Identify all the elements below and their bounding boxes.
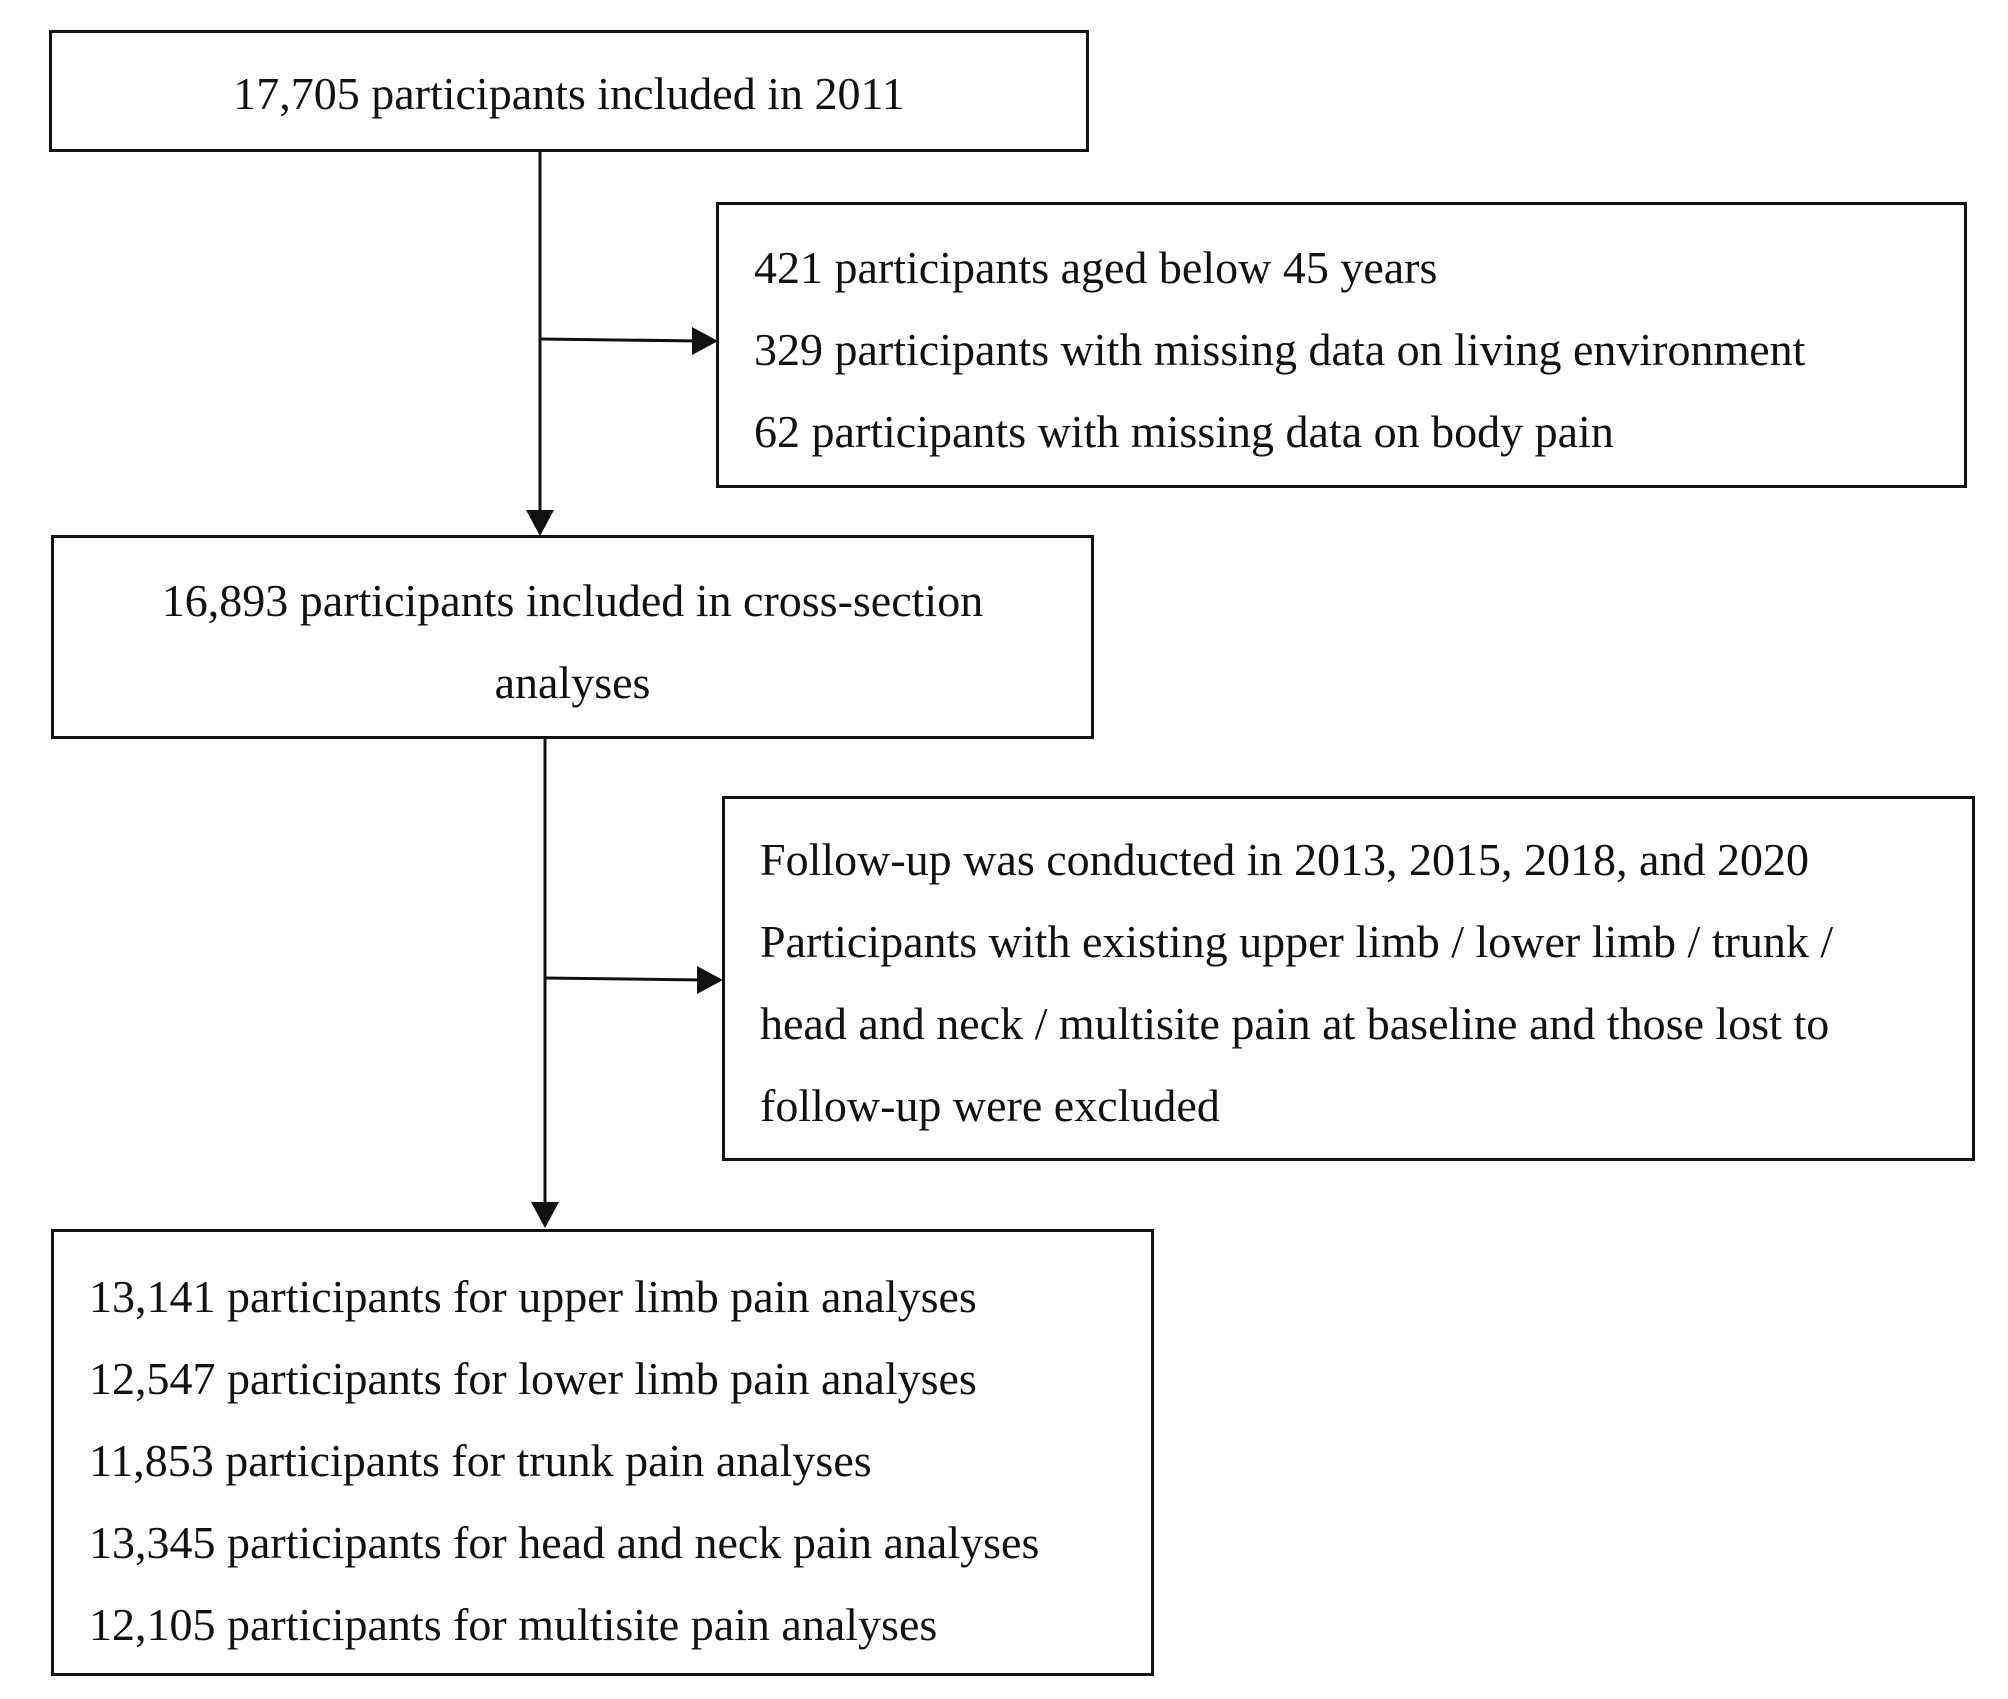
- cross-section-line-2: analyses: [494, 657, 651, 708]
- final-line-trunk: 11,853 participants for trunk pain analy…: [89, 1435, 872, 1486]
- final-line-multisite: 12,105 participants for multisite pain a…: [89, 1599, 938, 1650]
- followup-line-1: Follow-up was conducted in 2013, 2015, 2…: [760, 834, 1809, 885]
- followup-box: Follow-up was conducted in 2013, 2015, 2…: [722, 796, 1975, 1161]
- arrowhead-final: [531, 1202, 559, 1228]
- followup-line-3: head and neck / multisite pain at baseli…: [760, 998, 1830, 1049]
- start-box: 17,705 participants included in 2011: [49, 30, 1089, 152]
- cross-section-line-1: 16,893 participants included in cross-se…: [161, 575, 984, 626]
- followup-line-4: follow-up were excluded: [760, 1080, 1220, 1131]
- exclusion-line-age: 421 participants aged below 45 years: [754, 242, 1438, 293]
- followup-line-2: Participants with existing upper limb / …: [760, 916, 1834, 967]
- exclusion-line-living-environment: 329 participants with missing data on li…: [754, 324, 1806, 375]
- arrowhead-exclusion: [692, 327, 718, 355]
- final-line-head-neck: 13,345 participants for head and neck pa…: [89, 1517, 1040, 1568]
- exclusion-box: 421 participants aged below 45 years 329…: [716, 202, 1967, 488]
- arrow-to-followup: [544, 976, 706, 982]
- final-line-lower-limb: 12,547 participants for lower limb pain …: [89, 1353, 977, 1404]
- arrowhead-cross-section: [526, 510, 554, 536]
- start-text: 17,705 participants included in 2011: [233, 68, 905, 119]
- arrow-to-exclusion: [539, 337, 701, 343]
- final-box: 13,141 participants for upper limb pain …: [51, 1229, 1154, 1676]
- arrowhead-followup: [697, 966, 723, 994]
- final-line-upper-limb: 13,141 participants for upper limb pain …: [89, 1271, 977, 1322]
- cross-section-box: 16,893 participants included in cross-se…: [51, 535, 1094, 739]
- exclusion-line-body-pain: 62 participants with missing data on bod…: [754, 406, 1614, 457]
